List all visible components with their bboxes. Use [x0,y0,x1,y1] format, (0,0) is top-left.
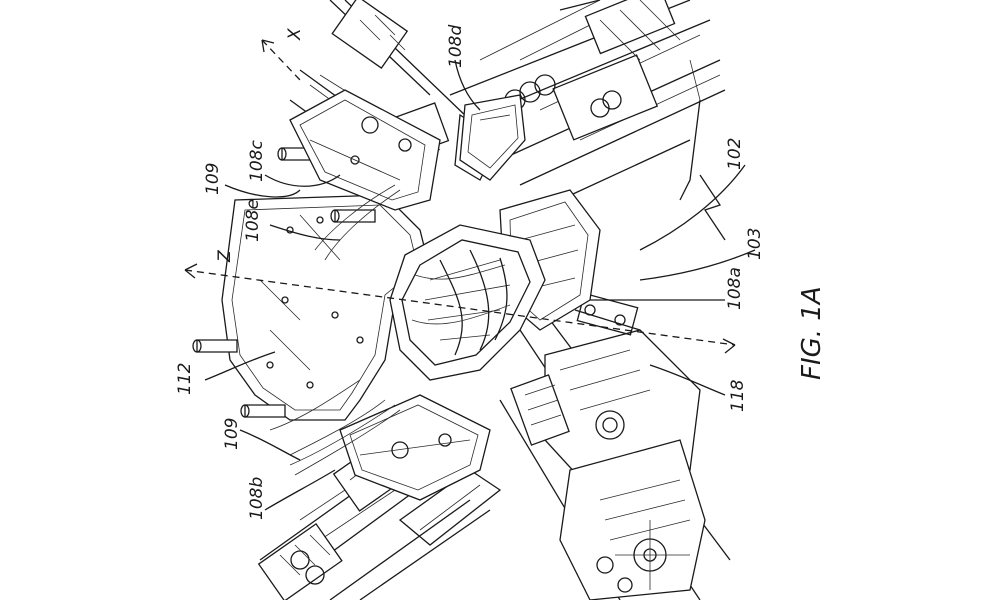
label-z-axis: Z [215,250,235,263]
side-frame-108d [459,94,526,181]
label-109-bottom: 109 [222,418,242,450]
label-109-top: 109 [203,163,223,195]
labels: 112 109 108c 108e Z X 108d 109 108b 102 … [175,25,827,520]
label-108a: 108a [725,267,745,310]
x-axis [261,39,301,81]
label-108b: 108b [247,477,267,520]
label-108d: 108d [446,25,466,68]
label-x-axis: X [285,28,305,41]
label-108c: 108c [247,140,267,182]
strands-109 [269,184,401,476]
label-118: 118 [728,379,748,412]
label-112: 112 [175,363,195,395]
lower-right-arm [499,292,731,600]
label-102: 102 [725,138,745,170]
label-103: 103 [745,228,765,260]
upper-right-arm [449,0,726,201]
figure-caption: FIG. 1A [797,286,827,380]
leader-lines [204,59,756,511]
main-plate-108e [221,194,431,421]
central-cavity-103 [389,224,546,381]
side-frame-108b [339,394,491,501]
z-axis [184,263,736,354]
label-108e: 108e [243,199,263,242]
side-frame-108c [289,89,441,211]
